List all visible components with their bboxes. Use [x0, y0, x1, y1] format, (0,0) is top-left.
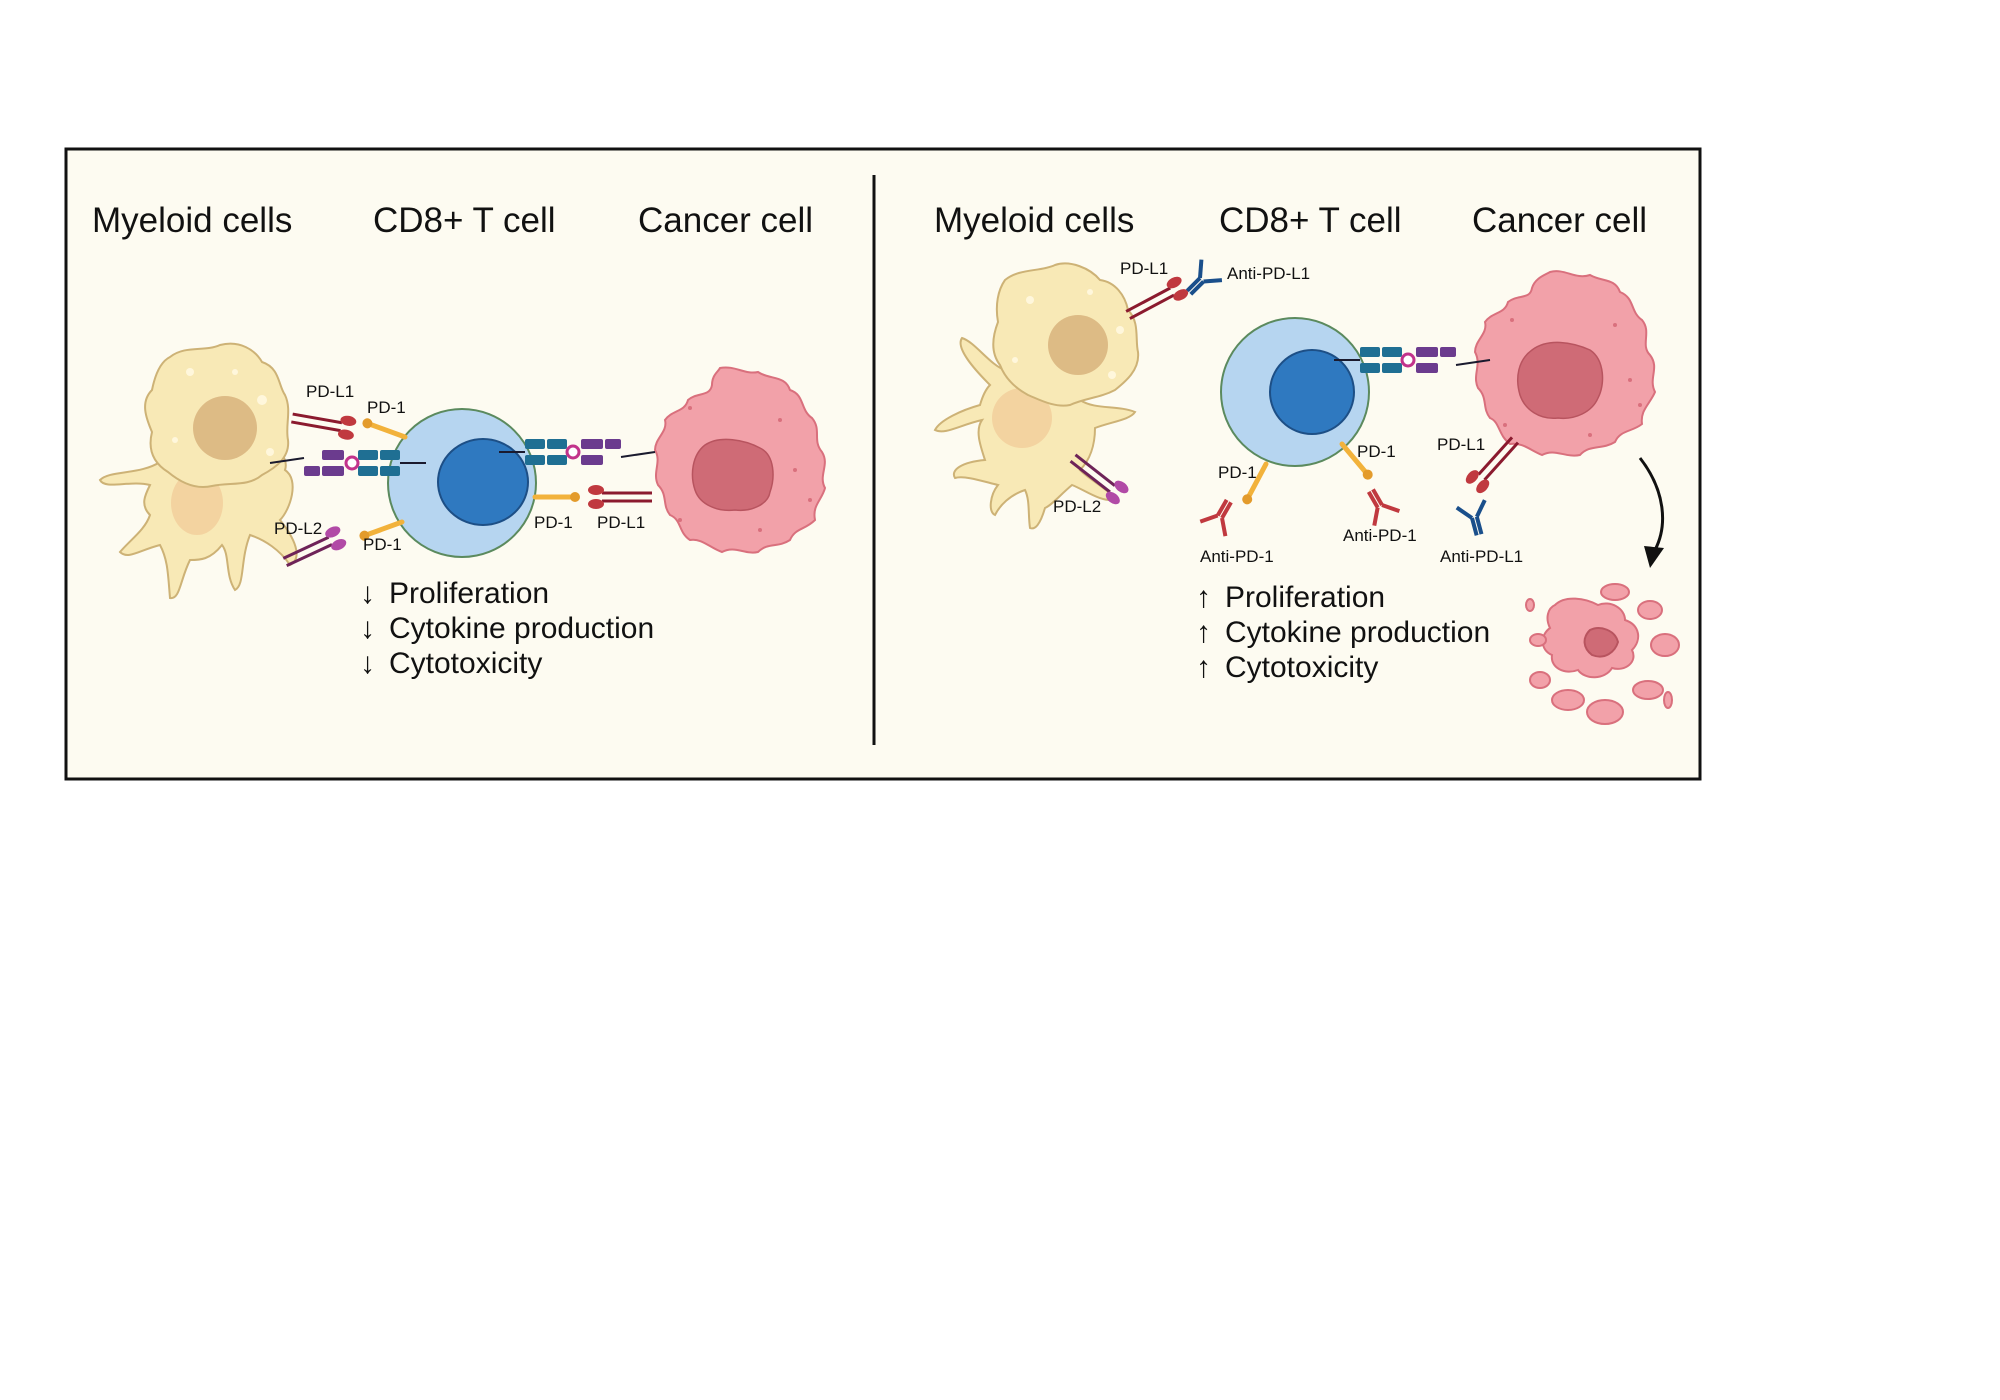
left-effects-list: ↓Proliferation ↓Cytokine production ↓Cyt… — [360, 577, 654, 680]
left-panel: Myeloid cells CD8+ T cell Cancer cell — [92, 201, 827, 680]
left-myeloid-cells — [98, 342, 298, 600]
right-apoptotic-cancer-cell — [1525, 583, 1680, 725]
right-header-cancer: Cancer cell — [1472, 201, 1647, 240]
right-label-anti-pdl1-top: Anti-PD-L1 — [1227, 264, 1310, 283]
left-label-pdl2: PD-L2 — [274, 519, 322, 538]
right-effect-1: ↑Proliferation — [1196, 581, 1385, 614]
right-label-anti-pd1-left: Anti-PD-1 — [1200, 547, 1274, 566]
left-label-pd1-bottom: PD-1 — [363, 535, 402, 554]
left-label-pd1-top: PD-1 — [367, 398, 406, 417]
left-label-pdl1-myeloid: PD-L1 — [306, 382, 354, 401]
left-effect-3: ↓Cytotoxicity — [360, 647, 542, 680]
left-cancer-nucleus — [691, 438, 774, 512]
figure-frame — [64, 147, 1702, 781]
left-header-tcell: CD8+ T cell — [373, 201, 556, 240]
right-tcell-nucleus — [1269, 349, 1355, 435]
right-effect-3: ↑Cytotoxicity — [1196, 651, 1378, 684]
left-effect-1: ↓Proliferation — [360, 577, 549, 610]
right-macrophage-nucleus — [1048, 315, 1108, 375]
right-effects-list: ↑Proliferation ↑Cytokine production ↑Cyt… — [1196, 581, 1490, 684]
left-effect-2: ↓Cytokine production — [360, 612, 654, 645]
right-label-pdl2: PD-L2 — [1053, 497, 1101, 516]
right-label-pdl1-myeloid: PD-L1 — [1120, 259, 1168, 278]
right-effect-2: ↑Cytokine production — [1196, 616, 1490, 649]
right-label-pd1-left: PD-1 — [1218, 463, 1257, 482]
right-cancer-nucleus — [1517, 341, 1604, 420]
right-label-anti-pd1-right: Anti-PD-1 — [1343, 526, 1417, 545]
right-dendritic-nucleus — [992, 388, 1052, 448]
left-label-pdl1-cancer: PD-L1 — [597, 513, 645, 532]
left-header-myeloid: Myeloid cells — [92, 201, 292, 240]
right-label-pd1-right: PD-1 — [1357, 442, 1396, 461]
right-panel: Myeloid cells CD8+ T cell Cancer cell — [933, 201, 1680, 725]
right-myeloid-cells — [933, 262, 1140, 530]
right-apoptosis-arrow — [1638, 457, 1665, 568]
left-macrophage-nucleus — [193, 396, 257, 460]
left-header-cancer: Cancer cell — [638, 201, 813, 240]
right-tcell — [1220, 317, 1370, 467]
left-tcell — [387, 408, 537, 558]
right-header-myeloid: Myeloid cells — [934, 201, 1134, 240]
left-tcell-nucleus — [437, 438, 529, 526]
left-label-pd1-cancer: PD-1 — [534, 513, 573, 532]
right-label-anti-pdl1-bottom: Anti-PD-L1 — [1440, 547, 1523, 566]
right-cancer-cell — [1473, 270, 1657, 457]
right-label-pdl1-cancer: PD-L1 — [1437, 435, 1485, 454]
left-cancer-cell — [653, 366, 827, 554]
right-header-tcell: CD8+ T cell — [1219, 201, 1402, 240]
